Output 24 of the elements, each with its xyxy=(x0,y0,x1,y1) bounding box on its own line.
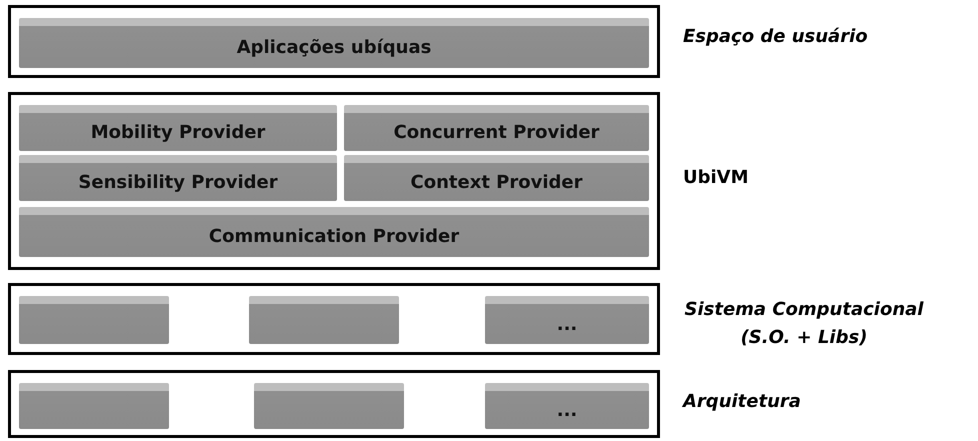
block-label: Mobility Provider xyxy=(90,122,266,142)
block-label: ... xyxy=(556,400,578,420)
block-label: Aplicações ubíquas xyxy=(236,36,432,58)
component-block xyxy=(254,383,404,429)
component-block xyxy=(19,18,649,68)
component-block xyxy=(344,155,649,201)
component-block xyxy=(19,207,649,257)
block-label: Sensibility Provider xyxy=(78,172,278,192)
block-label: ... xyxy=(556,314,578,334)
component-block xyxy=(19,383,169,429)
component-block xyxy=(485,383,649,429)
block-label: Communication Provider xyxy=(208,226,460,246)
component-block xyxy=(485,296,649,344)
layer-title: UbiVM xyxy=(683,167,749,188)
block-label: Concurrent Provider xyxy=(394,122,600,142)
component-block xyxy=(19,296,169,344)
layer-title: Espaço de usuário xyxy=(683,26,868,47)
component-block xyxy=(19,155,337,201)
component-block xyxy=(344,105,649,151)
component-block xyxy=(249,296,399,344)
layer-title: Arquitetura xyxy=(683,391,801,412)
component-block xyxy=(19,105,337,151)
block-label: Context Provider xyxy=(410,172,582,192)
layer-title: Sistema Computacional (S.O. + Libs) xyxy=(684,298,924,350)
